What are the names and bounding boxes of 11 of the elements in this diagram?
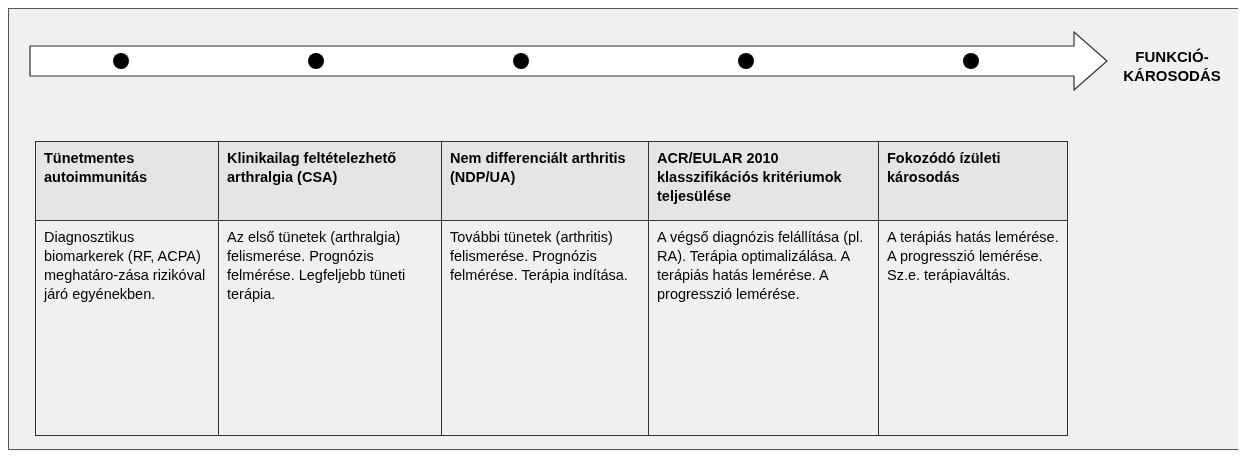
header-cell: Klinikailag feltételezhető arthralgia (CSA) (218, 141, 442, 221)
end-label: FUNKCIÓ-KÁROSODÁS (1122, 47, 1222, 85)
table-cell: Az első tünetek (arthralgia) felismerése. Prognózis felmérése. Legfeljebb tüneti terápia. (218, 220, 442, 436)
header-cell: Tünetmentes autoimmunitás (35, 141, 219, 221)
table-cell: A végső diagnózis felállítása (pl. RA). Terápia optimalizálása. A terápiás hatás lemérése. A progresszió lemérése. (648, 220, 879, 436)
header-cell: Nem differenciált arthritis (NDP/UA) (441, 141, 649, 221)
header-cell: ACR/EULAR 2010 klasszifikációs kritériumok teljesülése (648, 141, 879, 221)
table-cell: További tünetek (arthritis) felismerése. Prognózis felmérése. Terápia indítása. (441, 220, 649, 436)
table-cell: Diagnosztikus biomarkerek (RF, ACPA) meghatáro-zása rizikóval járó egyénekben. (35, 220, 219, 436)
header-cell: Fokozódó ízületi károsodás (878, 141, 1068, 221)
table-cell: A terápiás hatás lemérése. A progresszió lemérése. Sz.e. terápiaváltás. (878, 220, 1068, 436)
